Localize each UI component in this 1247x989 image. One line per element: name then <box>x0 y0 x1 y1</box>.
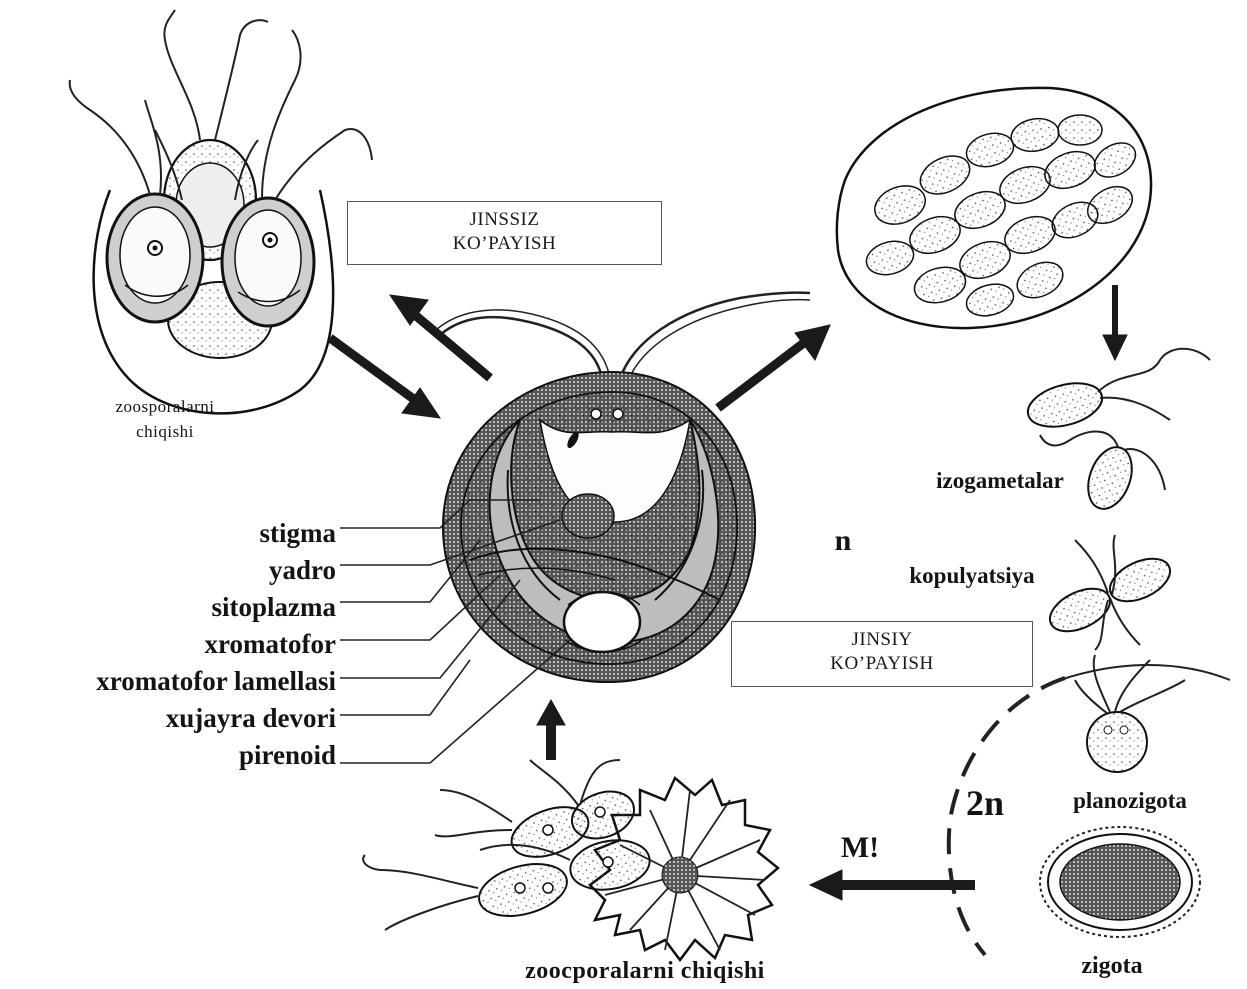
label-isogametes: izogametalar <box>936 468 1064 493</box>
flagellum-right <box>618 293 810 385</box>
label-planozygote: planozigota <box>1073 788 1187 813</box>
gametangium-top-right <box>837 88 1151 328</box>
zygote-drawing <box>1040 827 1200 937</box>
nucleus <box>562 494 614 538</box>
label-zygote: zigota <box>1081 953 1142 979</box>
sexual-reproduction-box: JINSIY KO’PAYISH <box>731 621 1033 687</box>
flagellum-right-inner <box>626 300 810 386</box>
cell-part-cell-wall: xujayra devori <box>6 702 336 734</box>
pyrenoid <box>564 592 640 652</box>
asexual-box-line2: KO’PAYISH <box>348 232 661 256</box>
cell-part-chromatophore-lamella: xromatofor lamellasi <box>6 665 336 697</box>
label-meiosis: M! <box>841 831 879 864</box>
asexual-box-line1: JINSSIZ <box>348 208 661 232</box>
arrow-zoosporangium-to-cell <box>330 338 440 418</box>
zoosporangium-top-left <box>70 10 372 413</box>
label-haploid: n <box>835 524 852 557</box>
cell-part-chromatophore: xromatofor <box>6 628 336 660</box>
cell-part-nucleus: yadro <box>6 554 336 586</box>
arrow-cell-to-gametangium <box>718 325 830 408</box>
cell-part-pyrenoid: pirenoid <box>6 739 336 771</box>
copulation-drawing <box>1043 535 1176 650</box>
asexual-reproduction-box: JINSSIZ KO’PAYISH <box>347 201 662 265</box>
label-diploid: 2n <box>966 783 1004 823</box>
arrow-release-to-cell <box>537 700 565 760</box>
cell-part-stigma: stigma <box>6 517 336 549</box>
label-zoospores-release-line1: zoosporalarni <box>115 397 214 416</box>
planozygote-drawing <box>1075 655 1185 772</box>
cell-part-cytoplasm: sitoplazma <box>6 591 336 623</box>
arrow-gametangium-to-gametes <box>1103 285 1127 360</box>
sexual-box-line1: JINSIY <box>732 628 1032 652</box>
label-zoospores-release-line2: chiqishi <box>136 422 194 441</box>
zoospore-release-bottom <box>363 760 778 960</box>
label-zoospores-release-bottom: zoocporalarni chiqishi <box>525 958 765 984</box>
arrow-to-zoosporangium <box>390 295 490 378</box>
sexual-box-line2: KO’PAYISH <box>732 652 1032 676</box>
label-copulation: kopulyatsiya <box>909 563 1035 588</box>
